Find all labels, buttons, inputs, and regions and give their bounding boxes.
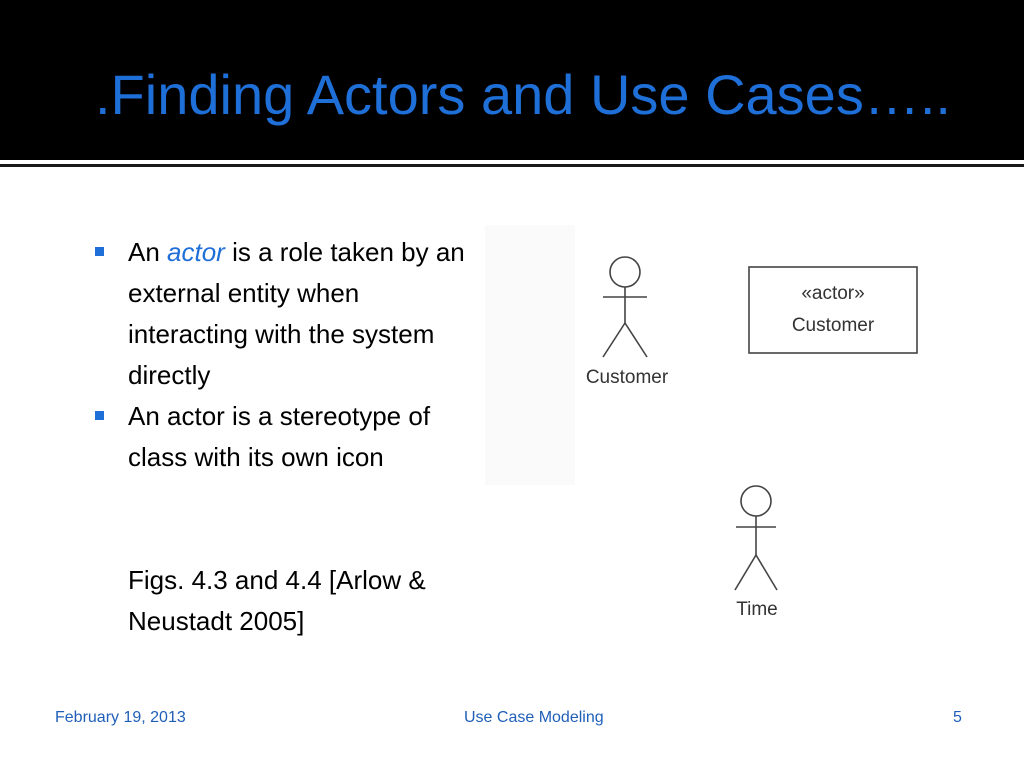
- scan-shadow: [485, 225, 575, 485]
- slide-title: .Finding Actors and Use Cases…..: [95, 63, 951, 126]
- time-stick-figure-icon: [734, 485, 778, 591]
- actor-term: actor: [167, 237, 225, 267]
- bullet-text-post: is a role taken by an external entity wh…: [128, 237, 465, 390]
- stereotype-label: «actor»: [801, 283, 864, 304]
- customer-stick-figure-icon: [602, 256, 648, 358]
- divider-white: [0, 160, 1024, 164]
- divider-line: [0, 164, 1024, 167]
- bullet-text-pre: An: [128, 237, 168, 267]
- footer-page-number: 5: [953, 709, 962, 726]
- figure-reference: Figs. 4.3 and 4.4 [Arlow & Neustadt 2005…: [128, 565, 426, 636]
- bullet-text: An actor is a stereotype of class with i…: [128, 401, 431, 472]
- time-actor-label: Time: [736, 599, 778, 620]
- title-bar: .Finding Actors and Use Cases…..: [0, 0, 1024, 160]
- footer-title: Use Case Modeling: [464, 709, 604, 726]
- customer-actor-label: Customer: [586, 367, 669, 388]
- square-bullet-icon: [95, 247, 104, 256]
- actor-diagram: Customer «actor» Customer Time: [485, 205, 980, 645]
- footer-date: February 19, 2013: [55, 709, 186, 726]
- bullet-item-stereotype: An actor is a stereotype of class with i…: [95, 396, 470, 478]
- bullet-item-actor-role: An actor is a role taken by an external …: [95, 232, 470, 396]
- class-name-label: Customer: [792, 315, 875, 336]
- bullet-list: An actor is a role taken by an external …: [95, 232, 470, 478]
- square-bullet-icon: [95, 411, 104, 420]
- actor-diagram-canvas: Customer «actor» Customer Time: [485, 225, 918, 620]
- actor-class-box: [748, 266, 918, 354]
